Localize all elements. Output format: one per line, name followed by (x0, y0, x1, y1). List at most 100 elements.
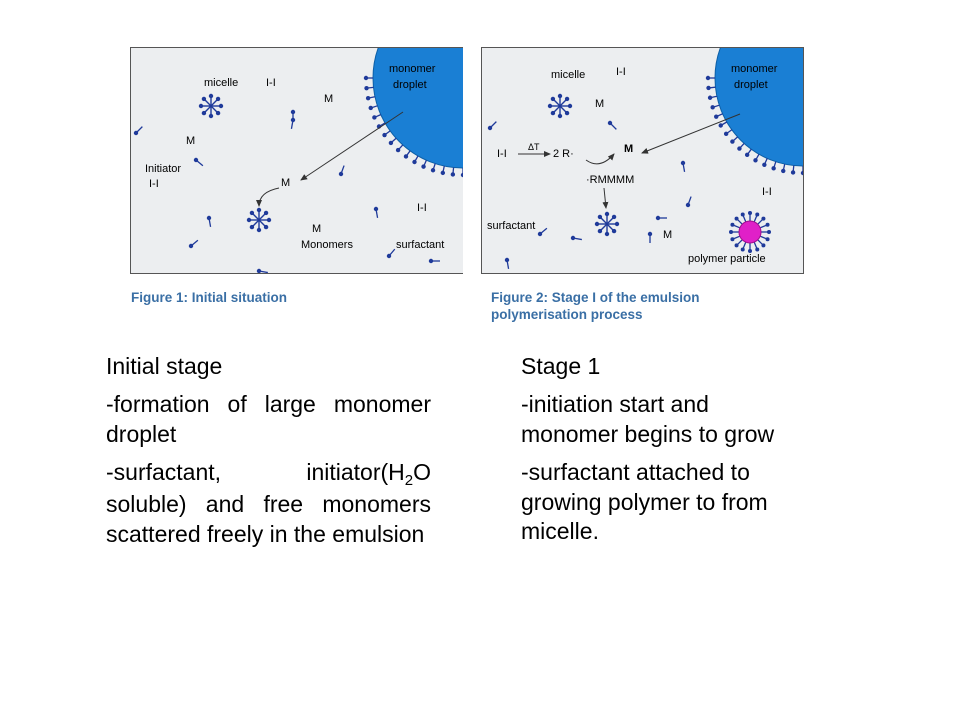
particle-surfactant-head (729, 230, 733, 234)
polymer-particle (738, 220, 762, 244)
figure-2-caption-line-1: Figure 2: Stage I of the emulsion (491, 290, 700, 305)
particle-surfactant-head (765, 237, 770, 242)
micelle-head (597, 228, 603, 234)
surfactant-head (762, 162, 767, 167)
initial-stage-text: Initial stage -formation of large monome… (106, 352, 431, 558)
stage-1-point-2: -surfactant attached to growing polymer … (521, 458, 768, 545)
surfactant-label: surfactant (396, 239, 445, 251)
micelle-head (198, 103, 204, 109)
particle-surfactant-head (755, 247, 760, 252)
micelle-label: micelle (551, 69, 586, 81)
initiator-pair-label: I-I (149, 178, 159, 190)
monomer-label: M (595, 98, 605, 110)
initiator-label: Initiator (145, 163, 182, 175)
particle-surfactant-head (748, 249, 752, 253)
monomer-arrow-label: M (281, 177, 291, 189)
micelle-head (249, 210, 255, 216)
surfactant-head (705, 75, 711, 81)
surfactant-head (372, 115, 377, 120)
micelle-head (567, 103, 573, 109)
micelle-entry-arrow (602, 187, 609, 209)
growing-chain-label: ·RMMMM (586, 174, 635, 186)
surfactant-head (753, 158, 758, 163)
initiator-pair-label: I-I (417, 202, 427, 214)
micelle-head (547, 103, 553, 109)
initiator-pair-label: I-I (266, 77, 276, 89)
micelle-head (208, 93, 214, 99)
figure-2-caption-line-2: polymerisation process (491, 306, 643, 322)
free-surfactant-head (685, 202, 691, 208)
surfactant-head (723, 131, 729, 137)
surfactant-head (421, 164, 426, 169)
micelle-head (249, 224, 255, 230)
free-surfactant-head (386, 253, 392, 259)
micelle-head (557, 113, 563, 119)
micelle-head (557, 93, 563, 99)
initial-stage-point-2-end: O soluble) and free monomers scattered f… (106, 458, 431, 548)
surfactant-head (707, 95, 713, 100)
surfactant-head (382, 132, 387, 138)
particle-surfactant-head (740, 212, 745, 217)
surfactant-head (710, 105, 715, 110)
surfactant-head (395, 147, 401, 153)
surfactant-head (744, 152, 750, 158)
free-surfactant-head (373, 206, 379, 212)
monomer-label: M (324, 93, 334, 105)
surfactant-head (412, 159, 417, 165)
free-surfactant-head (193, 157, 199, 163)
free-surfactant-head (188, 243, 194, 249)
radical-label: 2 R· (553, 148, 574, 160)
micelle-head (263, 210, 269, 216)
monomers-label: Monomers (301, 239, 353, 251)
surfactant-head (450, 172, 456, 177)
free-surfactant-head (570, 235, 576, 241)
free-surfactant-head (647, 231, 653, 237)
droplet-title-label: monomer (731, 63, 778, 75)
free-surfactant-head (655, 215, 661, 221)
particle-surfactant-head (734, 243, 739, 248)
particle-surfactant-head (755, 212, 760, 217)
surfactant-head (718, 123, 723, 128)
surfactant-head (368, 105, 373, 111)
droplet-subtitle-label: droplet (734, 79, 768, 91)
free-surfactant-head (680, 160, 686, 166)
stage-1-text: Stage 1 -initiation start and monomer be… (521, 352, 811, 555)
surfactant-head (388, 140, 394, 146)
figure-2-panel: micelle I-I M monomer droplet I-I ΔT 2 R… (481, 47, 804, 274)
initiator-pair-label: I-I (497, 148, 507, 160)
droplet-title-label: monomer (389, 63, 436, 75)
micelle-head (614, 221, 620, 227)
micelle-head (246, 217, 252, 223)
free-surfactant-head (607, 120, 613, 126)
figure-2-caption: Figure 2: Stage I of the emulsion polyme… (491, 290, 700, 324)
micelle-head (218, 103, 224, 109)
micelle-head (604, 211, 610, 217)
particle-surfactant-head (767, 230, 771, 234)
particle-surfactant-head (730, 237, 735, 242)
free-surfactant-head (428, 258, 434, 264)
figure-1-caption: Figure 1: Initial situation (131, 290, 288, 305)
initiator-pair-label: I-I (616, 66, 626, 78)
free-surfactant-head (133, 130, 139, 136)
monomer-label: M (186, 135, 196, 147)
monomer-label: M (312, 223, 322, 235)
micelle-head (594, 221, 600, 227)
particle-surfactant-head (761, 216, 766, 221)
micelle-head (564, 96, 570, 102)
free-surfactant-head (504, 257, 510, 263)
micelle-head (263, 224, 269, 230)
micelle-head (266, 217, 272, 223)
free-surfactant-head (256, 268, 262, 273)
figure-2-diagram (487, 48, 803, 269)
micelle-head (550, 96, 556, 102)
micelle-head (256, 227, 262, 233)
figure-1-panel: micelle I-I M monomer droplet M Initiato… (130, 47, 463, 274)
surfactant-head (730, 139, 735, 144)
monomer-diffusion-arrow (641, 113, 741, 154)
particle-surfactant-head (730, 222, 735, 227)
particle-surfactant-head (734, 216, 739, 221)
initial-stage-point-2: -surfactant, initiator(H2O soluble) and … (106, 458, 431, 550)
surfactant-head (800, 170, 803, 176)
surfactant-head (403, 154, 409, 159)
surfactant-head (781, 168, 786, 174)
